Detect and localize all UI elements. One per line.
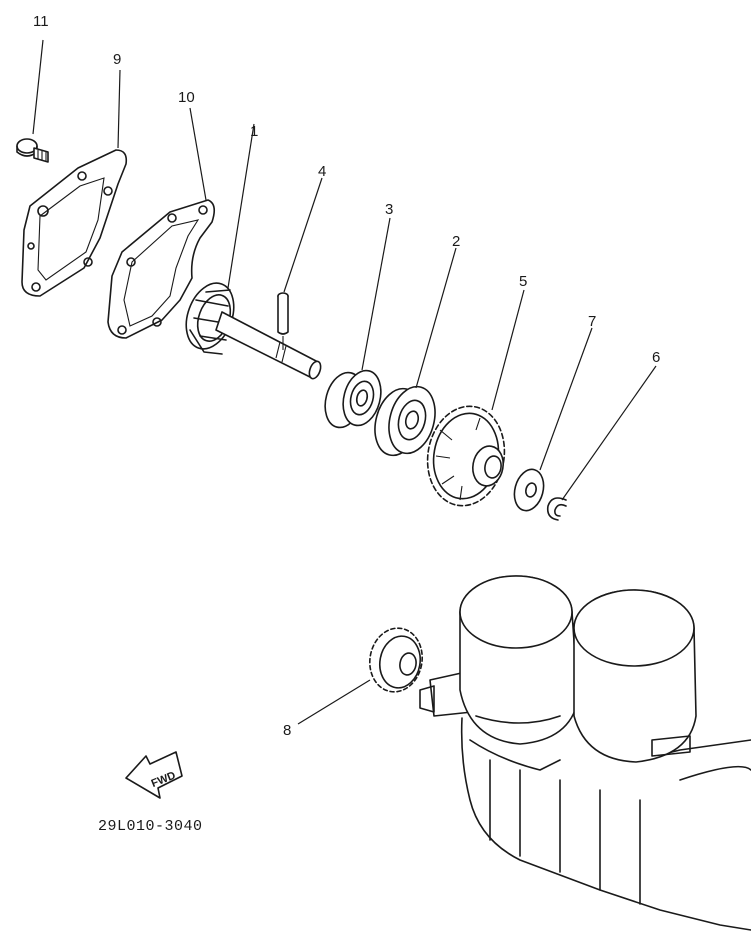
leader-lines — [32, 39, 657, 725]
drive-gear-part — [368, 627, 424, 693]
small-bearing-part — [324, 369, 382, 429]
large-bearing-part — [374, 385, 436, 457]
callout-10: 10 — [178, 89, 195, 106]
callout-3: 3 — [385, 201, 393, 218]
callout-7: 7 — [588, 313, 596, 330]
drawing-code: 29L010-3040 — [98, 818, 203, 835]
washer-part — [513, 468, 545, 512]
bolt-part — [16, 138, 49, 163]
pin-part — [277, 292, 289, 350]
gasket-part — [107, 199, 216, 339]
callout-1: 1 — [250, 123, 258, 140]
callout-11: 11 — [33, 13, 49, 30]
fwd-arrow: FWD — [125, 751, 183, 799]
pump-cover-part — [21, 149, 128, 297]
callout-8: 8 — [283, 722, 291, 739]
callout-9: 9 — [113, 51, 121, 68]
callout-4: 4 — [318, 163, 326, 180]
callout-6: 6 — [652, 349, 660, 366]
engine-outline — [419, 575, 751, 931]
callout-numbers: 11 9 10 1 4 3 2 5 7 6 8 — [33, 13, 660, 739]
callout-2: 2 — [452, 233, 460, 250]
impeller-shaft-part — [185, 282, 322, 380]
driven-gear-part — [426, 405, 506, 507]
circlip-part — [546, 497, 567, 521]
callout-5: 5 — [519, 273, 527, 290]
